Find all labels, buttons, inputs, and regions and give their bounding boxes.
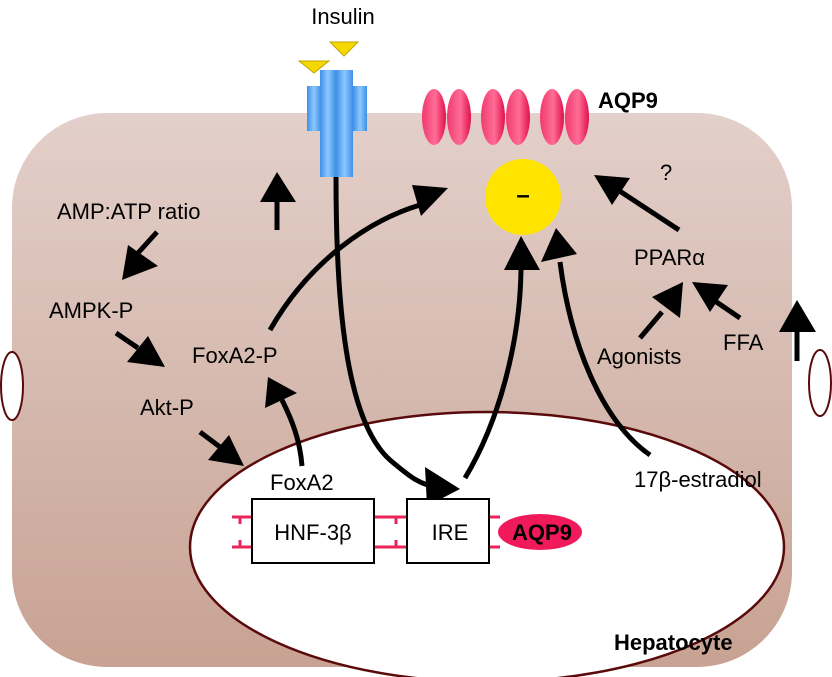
ire-box <box>406 498 490 564</box>
left-membrane-pore <box>0 351 24 421</box>
foxa2-label: FoxA2 <box>270 470 334 495</box>
aqp9-channel-group <box>422 89 589 145</box>
arrow-ffa-to-ppar <box>713 298 742 321</box>
hnf3b-label: HNF-3β <box>274 520 351 545</box>
hepatocyte-label: Hepatocyte <box>614 630 733 655</box>
aqp9-gene-label: AQP9 <box>512 520 572 545</box>
arrowhead <box>208 435 244 466</box>
arrow-estradiol-to-inhibition <box>557 261 652 458</box>
agonists-label: Agonists <box>597 344 681 369</box>
arrowhead <box>425 467 460 506</box>
foxa2-p-label: FoxA2-P <box>192 343 278 368</box>
insulin-receptor-icon <box>307 70 367 177</box>
arrowhead <box>122 245 158 280</box>
inhibition-node <box>485 159 561 235</box>
arrowhead <box>127 336 165 367</box>
question-mark-label: ? <box>660 160 672 185</box>
arrow-foxa2p-to-inhibition <box>267 202 421 332</box>
arrow-ppar-to-inhibition <box>610 183 681 233</box>
arrowhead <box>594 175 630 205</box>
arrowhead <box>504 236 540 270</box>
ampk-p-label: AMPK-P <box>49 298 133 323</box>
amp-atp-ratio-label: AMP:ATP ratio <box>57 199 200 224</box>
arrow-akt-to-foxa2 <box>198 430 222 449</box>
ppar-alpha-label: PPARα <box>634 245 705 270</box>
arrow-amp-to-ampk <box>136 230 159 255</box>
aqp9-membrane-label: AQP9 <box>598 88 658 113</box>
up-arrow-icon <box>779 300 816 332</box>
insulin-label: Insulin <box>311 4 375 29</box>
arrow-ire-to-inhibition <box>462 269 524 480</box>
arrowhead <box>541 228 577 262</box>
hnf3b-box <box>251 498 375 564</box>
arrow-ampk-to-akt <box>114 330 140 351</box>
arrow-insulin-to-ire <box>333 176 441 491</box>
arrowhead <box>652 282 683 318</box>
arrowhead <box>412 185 448 216</box>
arrow-foxa2-to-foxa2p <box>279 398 305 467</box>
insulin-ligand-icon <box>297 60 331 74</box>
arrowhead <box>265 377 297 408</box>
ire-label: IRE <box>432 520 469 545</box>
arrow-agonists-to-ppar <box>638 310 664 340</box>
arrowhead <box>692 282 728 312</box>
ffa-label: FFA <box>723 330 764 355</box>
insulin-ligand-icon <box>328 41 360 57</box>
estradiol-label: 17β-estradiol <box>634 467 762 492</box>
right-membrane-pore <box>808 349 832 417</box>
akt-p-label: Akt-P <box>140 395 194 420</box>
up-arrow-icon <box>260 172 296 202</box>
inhibition-symbol: – <box>516 182 529 209</box>
aqp9-gene-oval <box>498 514 582 550</box>
